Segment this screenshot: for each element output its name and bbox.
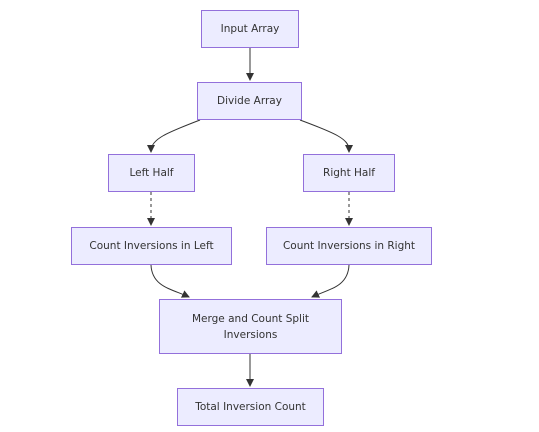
node-count-inversions-left-label: Count Inversions in Left bbox=[89, 240, 214, 252]
node-divide-array-label: Divide Array bbox=[217, 95, 282, 107]
node-total-inversion-count-label: Total Inversion Count bbox=[195, 401, 306, 413]
node-divide-array: Divide Array bbox=[197, 82, 302, 120]
node-merge-and-count-split: Merge and Count Split Inversions bbox=[159, 299, 342, 354]
node-count-inversions-right: Count Inversions in Right bbox=[266, 227, 432, 265]
node-merge-and-count-split-label: Merge and Count Split Inversions bbox=[191, 312, 309, 341]
node-input-array: Input Array bbox=[201, 10, 299, 48]
node-right-half: Right Half bbox=[303, 154, 395, 192]
node-left-half-label: Left Half bbox=[129, 167, 174, 179]
edge-count-right-to-merge bbox=[311, 264, 350, 298]
node-left-half: Left Half bbox=[108, 154, 195, 192]
node-right-half-label: Right Half bbox=[323, 167, 375, 179]
edge-divide-to-right-half bbox=[299, 119, 353, 153]
edge-divide-to-left-half bbox=[147, 119, 201, 153]
edge-count-left-to-merge bbox=[150, 264, 190, 298]
node-total-inversion-count: Total Inversion Count bbox=[177, 388, 324, 426]
node-count-inversions-right-label: Count Inversions in Right bbox=[282, 240, 416, 252]
node-count-inversions-left: Count Inversions in Left bbox=[71, 227, 232, 265]
node-input-array-label: Input Array bbox=[220, 23, 280, 35]
